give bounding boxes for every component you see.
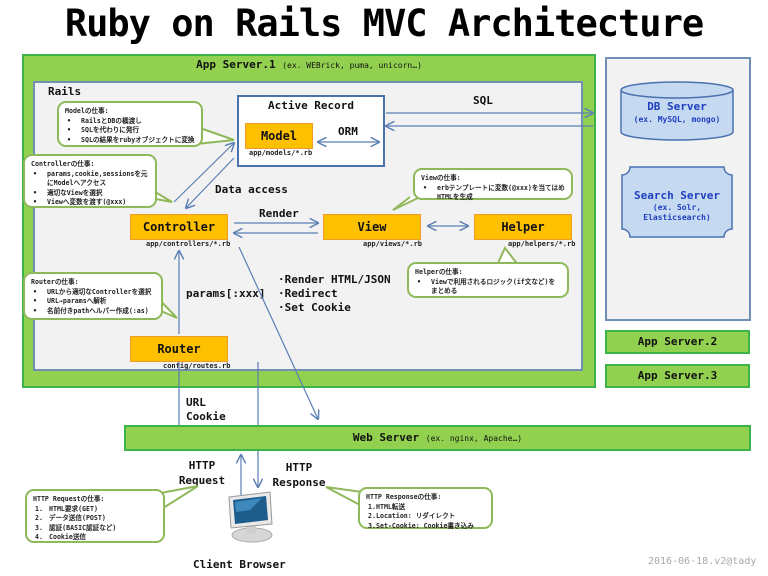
- router-note-title: Routerの仕事:: [31, 278, 79, 286]
- helper-note-tail: [496, 246, 519, 266]
- model-component: Model: [245, 123, 313, 149]
- controller-note-item: Viewへ変数を渡す(@xxx): [31, 198, 149, 208]
- router-note-item: URL→paramsへ解析: [31, 297, 155, 307]
- app-server-2: App Server.2: [605, 330, 750, 354]
- http-response-note-title: HTTP Responseの仕事:: [366, 493, 442, 501]
- sql-label: SQL: [473, 94, 493, 107]
- controller-to-webserver-arrow: [238, 246, 318, 419]
- rails-label: Rails: [48, 85, 82, 98]
- http-response-label: HTTP Response: [272, 460, 326, 490]
- view-component: View: [323, 214, 421, 240]
- url-label: URL: [186, 396, 206, 409]
- db-server-label: DB Server: [647, 100, 707, 113]
- search-server-label: Search Server: [633, 189, 721, 202]
- http-response-line1: HTTP: [285, 461, 313, 474]
- http-request-note-item: Cookie送信: [35, 533, 87, 542]
- orm-label: ORM: [338, 125, 358, 138]
- view-note-item: erbテンプレートに変数(@xxx)を当てはめHTMLを生成: [421, 184, 565, 203]
- router-note: Routerの仕事: URLから適切なControllerを選択 URL→par…: [23, 272, 163, 320]
- controller-note-item: params,cookie,sessionsを元にModelへアクセス: [31, 170, 149, 189]
- helper-note-item: Viewで利用されるロジック(if文など)をまとめる: [415, 278, 561, 297]
- footer-credit: 2016-06-18.v2@tady: [648, 556, 757, 567]
- active-record-label: Active Record: [267, 99, 355, 112]
- app-server-1-label: App Server.1 (ex. WEBrick, puma, unicorn…: [22, 58, 596, 71]
- helper-note: Helperの仕事: Viewで利用されるロジック(if文など)をまとめる: [407, 262, 569, 298]
- http-response-note-tail: [325, 486, 363, 507]
- http-request-note: HTTP Requestの仕事: HTML要求(GET) データ送信(POST)…: [25, 489, 165, 543]
- view-note-title: Viewの仕事:: [421, 174, 461, 182]
- cookie-label: Cookie: [186, 410, 226, 423]
- app-server-1-name: App Server.1: [196, 58, 276, 71]
- db-server-examples: (ex. MySQL, mongo): [633, 115, 721, 124]
- view-note: Viewの仕事: erbテンプレートに変数(@xxx)を当てはめHTMLを生成: [413, 168, 573, 203]
- app-server-1-examples: (ex. WEBrick, puma, unicorn…): [282, 61, 422, 70]
- web-server-bar: Web Server (ex. nginx, Apache…): [124, 425, 751, 451]
- diagram-title: Ruby on Rails MVC Architecture: [64, 2, 704, 45]
- response-action-set-cookie: ·Set Cookie: [278, 301, 351, 314]
- model-note-title: Modelの仕事:: [65, 107, 109, 115]
- view-note-tail: [392, 196, 421, 211]
- controller-note: Controllerの仕事: params,cookie,sessionsを元に…: [23, 154, 157, 208]
- web-server-examples: (ex. nginx, Apache…): [425, 434, 523, 443]
- controller-component: Controller: [130, 214, 228, 240]
- http-request-note-item: データ送信(POST): [35, 514, 106, 523]
- view-path: app/views/*.rb: [363, 240, 423, 248]
- http-response-line2: Response: [272, 476, 326, 489]
- http-request-note-item: HTML要求(GET): [35, 504, 98, 514]
- http-request-note-title: HTTP Requestの仕事:: [33, 495, 105, 503]
- controller-path: app/controllers/*.rb: [146, 240, 231, 248]
- model-path: app/models/*.rb: [249, 149, 313, 157]
- http-request-line1: HTTP: [188, 459, 216, 472]
- search-server-examples: (ex. Solr, Elasticsearch): [622, 203, 732, 223]
- http-request-label: HTTP Request: [178, 458, 226, 488]
- helper-path: app/helpers/*.rb: [508, 240, 576, 248]
- data-access-arrow-up: [173, 143, 234, 203]
- controller-note-item: 適切なViewを選択: [31, 189, 149, 199]
- render-label: Render: [259, 207, 299, 220]
- data-access-arrow-down: [186, 157, 235, 208]
- db-server-cylinder: [620, 81, 734, 141]
- response-action-render: ·Render HTML/JSON: [278, 273, 391, 286]
- router-note-item: URLから適切なControllerを選択: [31, 288, 155, 298]
- monitor-icon: [228, 491, 273, 543]
- http-response-note-item: HTML転送: [368, 502, 406, 512]
- controller-note-title: Controllerの仕事:: [31, 160, 95, 168]
- search-server-example-1: (ex. Solr,: [652, 203, 702, 212]
- router-note-item: 名前付きpathヘルパー作成(:as): [31, 307, 155, 317]
- helper-component: Helper: [474, 214, 572, 240]
- model-note-item: SQLの結果をrubyオブジェクトに変換: [65, 136, 195, 146]
- url-cookie-label: URL Cookie: [186, 396, 226, 424]
- response-actions: ·Render HTML/JSON ·Redirect ·Set Cookie: [278, 273, 391, 315]
- router-path: config/routes.rb: [163, 362, 231, 370]
- params-label: params[:xxx]: [186, 287, 266, 300]
- model-note-item: SQLを代わりに発行: [65, 126, 195, 136]
- http-response-note-item: Set-Cookie: Cookie書き込み: [368, 521, 474, 531]
- http-response-note: HTTP Responseの仕事: HTML転送 Location: リダイレク…: [358, 487, 493, 531]
- response-action-redirect: ·Redirect: [278, 287, 338, 300]
- http-request-note-item: 認証(BASIC認証など): [35, 523, 117, 533]
- http-request-line2: Request: [178, 474, 226, 487]
- data-access-label: Data access: [215, 183, 288, 196]
- search-server-example-2: Elasticsearch): [643, 213, 711, 222]
- model-note: Modelの仕事: RailsとDBの橋渡し SQLを代わりに発行 SQLの結果…: [57, 101, 203, 147]
- app-server-3: App Server.3: [605, 364, 750, 388]
- router-component: Router: [130, 336, 228, 362]
- helper-note-title: Helperの仕事:: [415, 268, 463, 276]
- model-note-tail: [195, 127, 235, 145]
- client-browser-label: Client Browser: [193, 558, 286, 571]
- http-response-note-item: Location: リダイレクト: [368, 512, 456, 521]
- search-server-shape: [621, 166, 733, 238]
- model-note-item: RailsとDBの橋渡し: [65, 117, 195, 127]
- web-server-label: Web Server: [352, 431, 420, 444]
